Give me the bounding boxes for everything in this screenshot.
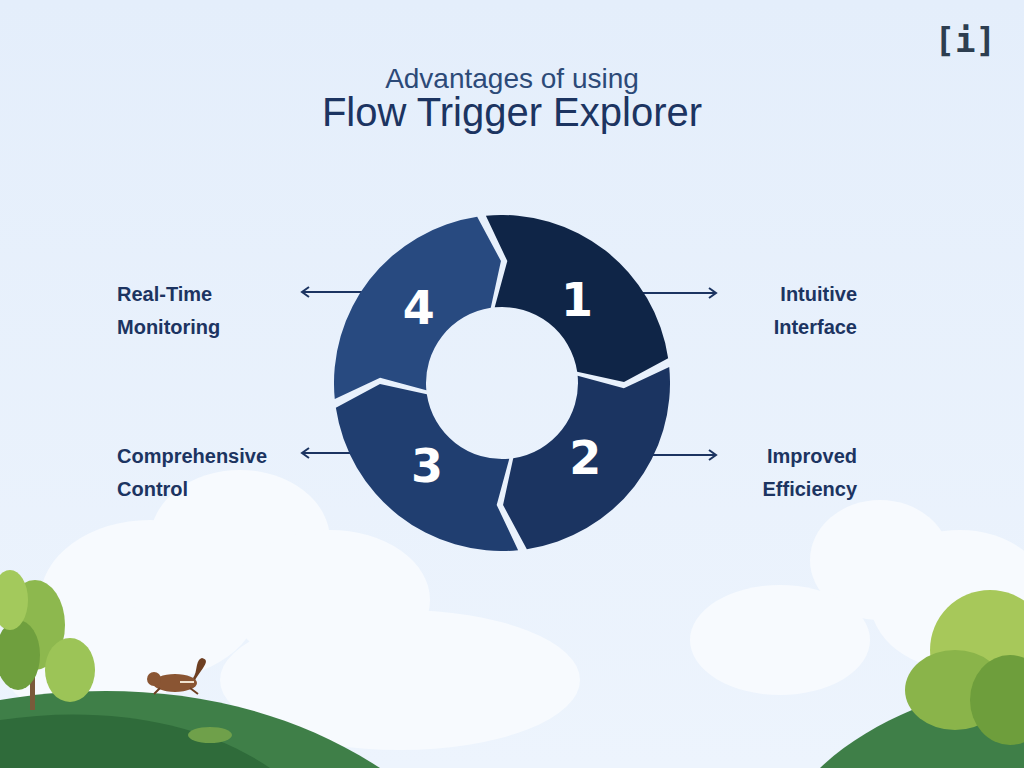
segment-fill [503, 367, 670, 549]
benefit-label: Improved Efficiency [732, 440, 857, 506]
ring-segment: 4 [334, 215, 670, 551]
small-bush [188, 727, 232, 743]
hill-left-front [0, 714, 270, 768]
title: Flow Trigger Explorer [0, 88, 1024, 136]
benefit-label: Comprehensive Control [117, 440, 287, 506]
hill-left [0, 691, 380, 768]
trees-left [0, 570, 95, 710]
chipmunk [147, 658, 206, 694]
benefit-label: Real-Time Monitoring [117, 278, 252, 344]
segment-fill [334, 217, 501, 399]
callout-number: 2 [569, 435, 601, 481]
benefit-label: Intuitive Interface [742, 278, 857, 344]
callout-number: 3 [411, 443, 443, 489]
callout-number: 1 [561, 277, 593, 323]
logo: [i] [935, 20, 996, 60]
bush-right [905, 590, 1024, 745]
segment-fill [486, 215, 668, 382]
callout-number: 4 [403, 285, 435, 331]
segment-shape [334, 215, 670, 551]
subtitle: Advantages of using [0, 62, 1024, 96]
segment-fill [336, 384, 518, 551]
